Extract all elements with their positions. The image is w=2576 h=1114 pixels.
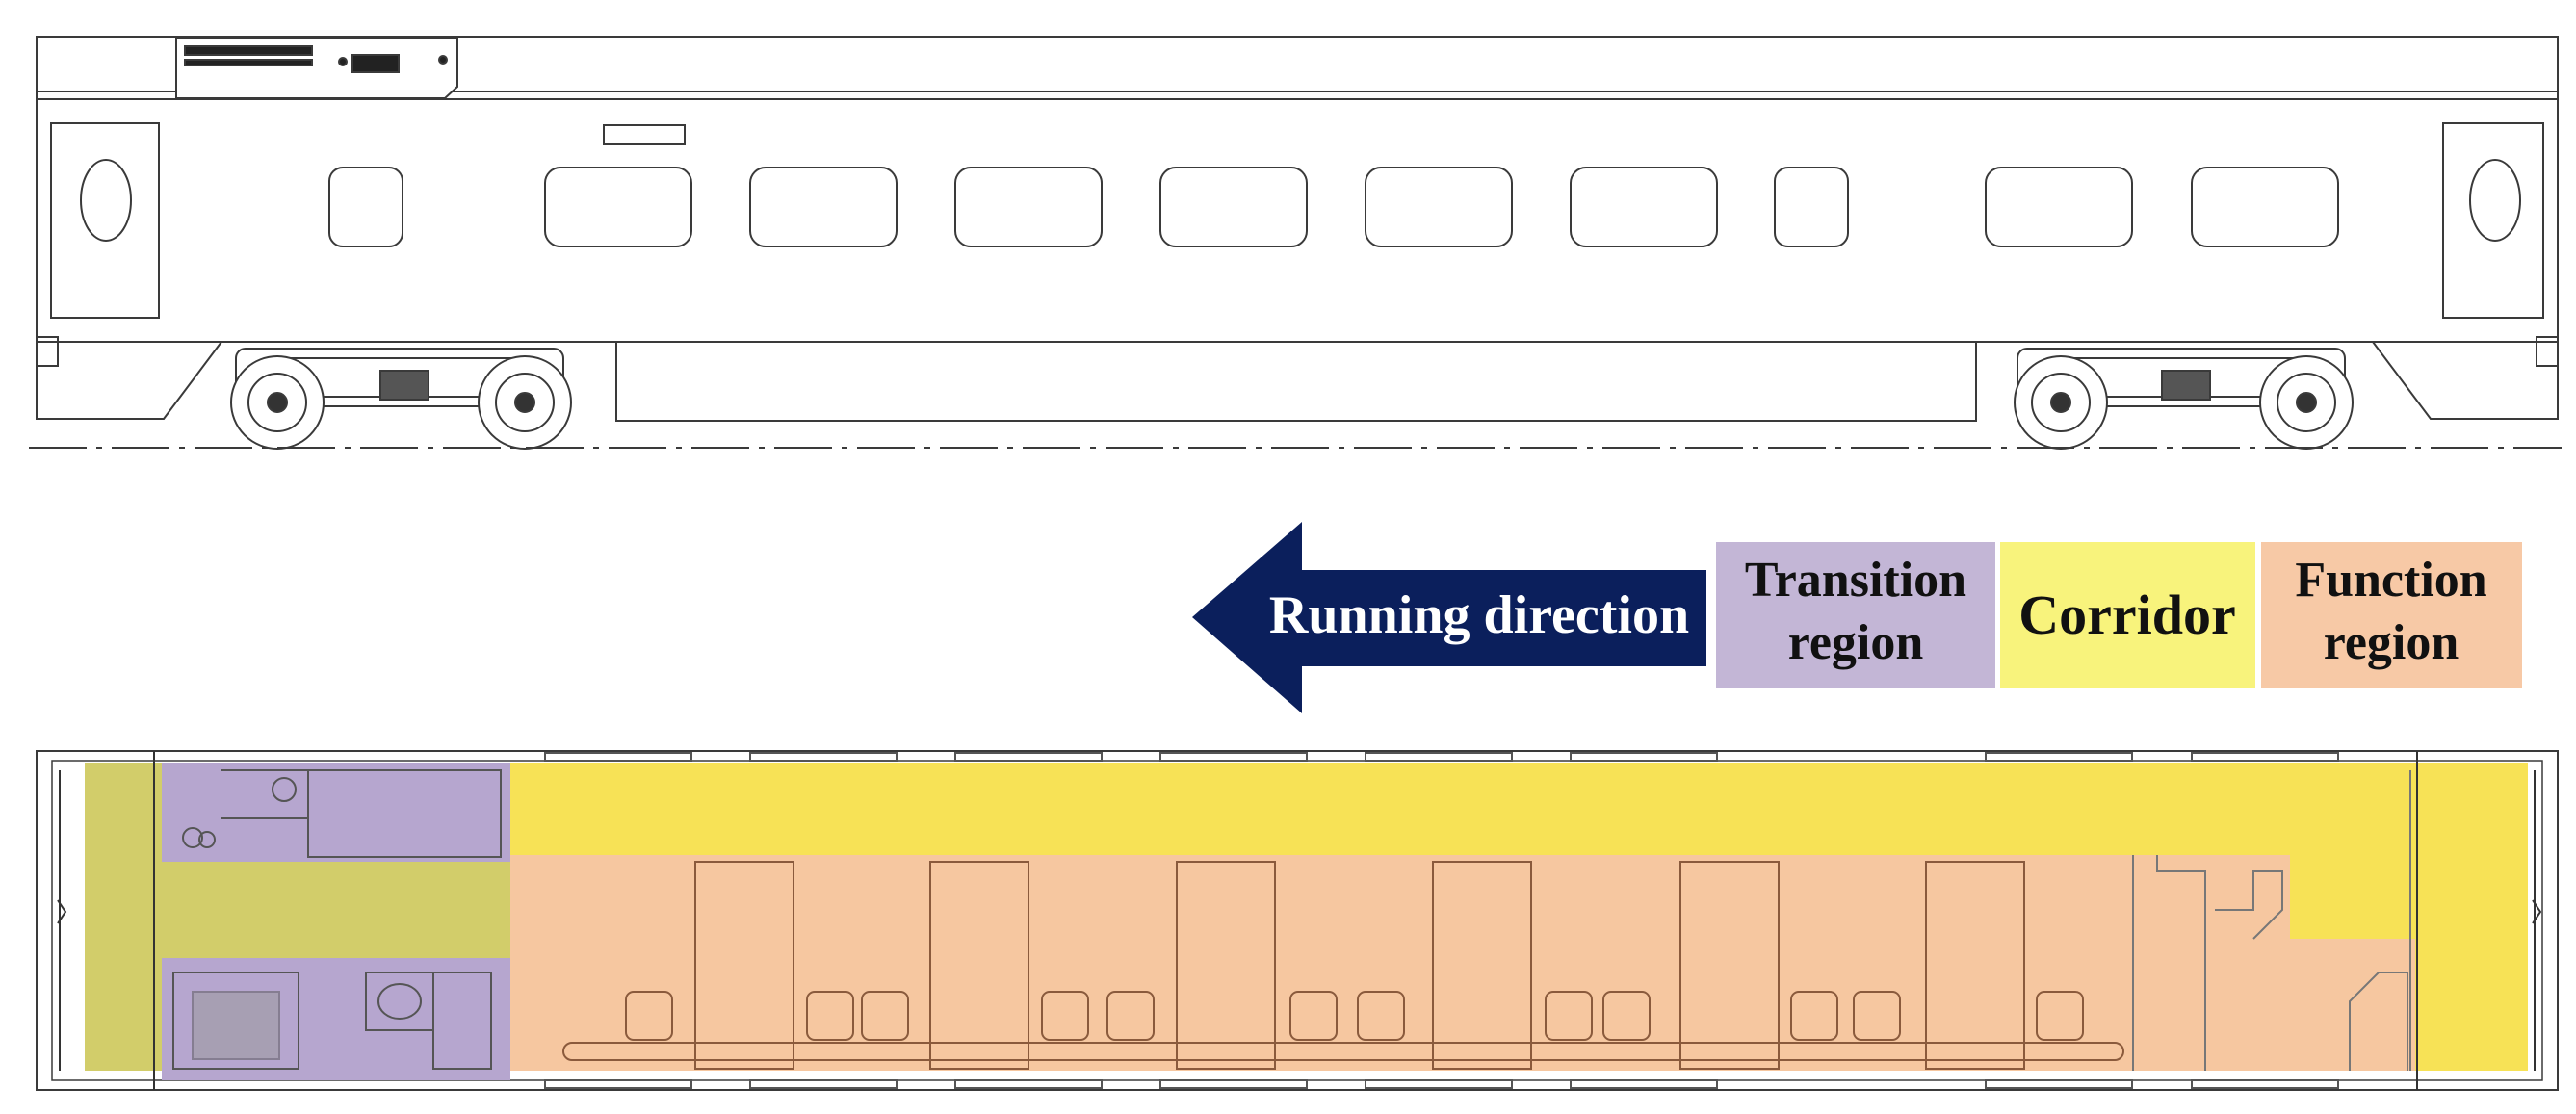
running-direction-label: Running direction — [1269, 585, 1689, 645]
seat — [1357, 991, 1405, 1041]
legend-function-label-2: region — [2324, 615, 2459, 670]
legend-transition-label-2: region — [1788, 615, 1924, 670]
transition-fittings — [172, 769, 502, 1070]
car-body — [36, 98, 2559, 343]
seat — [1041, 991, 1089, 1041]
end-door-left — [50, 122, 160, 319]
seat — [2036, 991, 2084, 1041]
bogie-rear — [2014, 348, 2354, 450]
roof-equipment — [175, 38, 458, 99]
car-floor-plan — [36, 750, 2559, 1091]
berth — [1679, 861, 1780, 1070]
berth — [1432, 861, 1532, 1070]
berth — [694, 861, 794, 1070]
plan-transition-region-upper — [162, 763, 510, 862]
bogie-front — [230, 348, 572, 450]
legend-function-label-1: Function — [2295, 553, 2486, 608]
seat — [861, 991, 909, 1041]
seat — [1106, 991, 1155, 1041]
end-door-right — [2442, 122, 2544, 319]
table-rail — [562, 1042, 2124, 1061]
car-side-elevation — [29, 36, 2562, 450]
seat — [1289, 991, 1338, 1041]
seat — [1790, 991, 1838, 1041]
seat — [806, 991, 854, 1041]
legend-corridor: Corridor — [2000, 542, 2255, 688]
berths — [694, 861, 2025, 1070]
plan-window-ticks — [544, 752, 2339, 1089]
legend-transition-label-1: Transition — [1745, 553, 1966, 608]
end-details — [57, 751, 2542, 1090]
legend-transition-region: Transition region — [1716, 542, 1995, 688]
legend: Running direction Transition region Corr… — [1192, 522, 2522, 713]
seat — [1545, 991, 1593, 1041]
legend-corridor-label: Corridor — [2018, 583, 2236, 646]
plan-function-region — [510, 855, 2282, 1071]
seat — [625, 991, 673, 1041]
running-direction-arrow: Running direction — [1192, 522, 1706, 713]
seat — [1853, 991, 1901, 1041]
end-partitions — [2132, 770, 2411, 1071]
berth — [1176, 861, 1276, 1070]
legend-function-region: Function region — [2261, 542, 2522, 688]
underframe-equipment-box — [615, 341, 1977, 422]
berth — [1925, 861, 2025, 1070]
seats — [625, 991, 2084, 1041]
side-windows — [328, 167, 2339, 247]
berth — [929, 861, 1029, 1070]
seat — [1602, 991, 1651, 1041]
